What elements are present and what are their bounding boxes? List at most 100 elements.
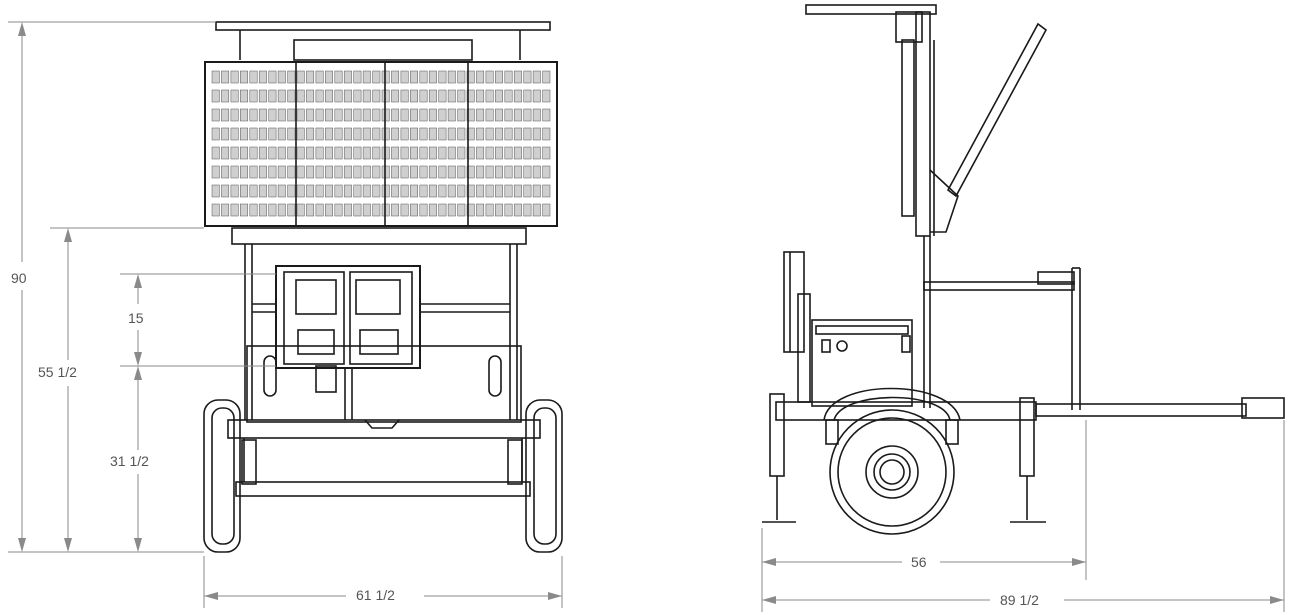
lamp-cell bbox=[438, 127, 447, 141]
lamp-cell bbox=[428, 70, 437, 84]
side-boom bbox=[946, 22, 1048, 198]
lamp-cell bbox=[287, 70, 296, 84]
fender bbox=[823, 387, 961, 421]
lamp-cell bbox=[410, 108, 418, 122]
lamp-cell bbox=[542, 127, 551, 141]
lamp-cell bbox=[457, 146, 466, 160]
lamp-cell bbox=[391, 127, 400, 141]
lamp-cell bbox=[306, 89, 315, 103]
lamp-cell bbox=[504, 127, 513, 141]
lamp-cell bbox=[438, 108, 447, 122]
lamp-cell bbox=[504, 146, 513, 160]
lamp-cell bbox=[513, 127, 522, 141]
lamp-cell bbox=[542, 89, 551, 103]
lamp-cell bbox=[240, 146, 248, 160]
lamp-cell bbox=[447, 146, 456, 160]
lamp-cell bbox=[438, 146, 447, 160]
lamp-cell bbox=[362, 203, 371, 217]
lamp-cell bbox=[523, 70, 532, 84]
lamp-cell bbox=[495, 127, 503, 141]
lamp-cell bbox=[287, 146, 296, 160]
lamp-cell bbox=[306, 70, 315, 84]
lamp-cell bbox=[343, 70, 352, 84]
lamp-cell bbox=[372, 89, 381, 103]
lamp-cell bbox=[400, 184, 409, 198]
lamp-cell bbox=[495, 108, 503, 122]
lamp-cell bbox=[277, 127, 286, 141]
lamp-cell bbox=[343, 89, 352, 103]
lamp-cell bbox=[353, 165, 362, 179]
lamp-cell bbox=[523, 108, 532, 122]
message-board-panel bbox=[204, 61, 558, 227]
lamp-cell bbox=[542, 108, 551, 122]
lamp-cell bbox=[504, 89, 513, 103]
lamp-cell bbox=[343, 203, 352, 217]
lamp-cell bbox=[495, 70, 503, 84]
lamp-cell bbox=[240, 165, 248, 179]
lamp-cell bbox=[221, 127, 230, 141]
lamp-cell bbox=[419, 165, 428, 179]
lamp-cell bbox=[391, 184, 400, 198]
lamp-cell bbox=[447, 203, 456, 217]
lamp-cell bbox=[343, 127, 352, 141]
dim-axle-to-hitch: 56 bbox=[911, 554, 927, 570]
lamp-cell bbox=[287, 165, 296, 179]
lamp-cell bbox=[287, 203, 296, 217]
lamp-cell bbox=[325, 165, 333, 179]
lamp-cell bbox=[258, 108, 267, 122]
lamp-cell bbox=[277, 184, 286, 198]
lamp-cell bbox=[428, 184, 437, 198]
lamp-cell bbox=[334, 127, 343, 141]
dim-overall-height: 90 bbox=[11, 270, 27, 286]
lamp-cell bbox=[447, 108, 456, 122]
lamp-cell bbox=[457, 108, 466, 122]
lamp-cell bbox=[523, 89, 532, 103]
side-wheel bbox=[829, 409, 955, 535]
lamp-cell bbox=[362, 146, 371, 160]
lamp-cell bbox=[504, 184, 513, 198]
lamp-cell bbox=[325, 108, 333, 122]
lamp-cell bbox=[277, 89, 286, 103]
lamp-cell bbox=[457, 127, 466, 141]
lamp-cell bbox=[400, 165, 409, 179]
lamp-cell bbox=[532, 165, 541, 179]
lamp-cell bbox=[542, 203, 551, 217]
lamp-cell bbox=[240, 89, 248, 103]
lamp-cell bbox=[315, 89, 324, 103]
lamp-cell bbox=[306, 184, 315, 198]
axle-beam bbox=[227, 419, 541, 439]
lamp-cell bbox=[372, 146, 381, 160]
lamp-cell bbox=[258, 184, 267, 198]
lamp-cell bbox=[268, 184, 277, 198]
lamp-cell bbox=[523, 127, 532, 141]
lamp-cell bbox=[447, 89, 456, 103]
lamp-cell bbox=[400, 203, 409, 217]
lamp-cell bbox=[240, 70, 248, 84]
panel-bracket bbox=[293, 39, 473, 61]
lamp-cell bbox=[296, 146, 305, 160]
lamp-cell bbox=[296, 165, 305, 179]
lamp-cell bbox=[372, 108, 381, 122]
lamp-cell bbox=[211, 127, 220, 141]
lamp-cell bbox=[221, 146, 230, 160]
lamp-cell bbox=[495, 89, 503, 103]
lamp-cell bbox=[542, 184, 551, 198]
lamp-cell bbox=[457, 203, 466, 217]
lamp-cell bbox=[362, 108, 371, 122]
lamp-cell bbox=[277, 70, 286, 84]
lamp-cell bbox=[419, 184, 428, 198]
lamp-cell bbox=[428, 203, 437, 217]
lamp-cell bbox=[391, 165, 400, 179]
lamp-cell bbox=[258, 89, 267, 103]
lamp-cell bbox=[211, 146, 220, 160]
lamp-cell bbox=[532, 203, 541, 217]
lamp-cell bbox=[353, 89, 362, 103]
front-view bbox=[203, 21, 563, 553]
lamp-cell bbox=[419, 127, 428, 141]
lamp-cell bbox=[400, 70, 409, 84]
lamp-cell bbox=[391, 203, 400, 217]
lamp-cell bbox=[419, 70, 428, 84]
lamp-cell bbox=[447, 184, 456, 198]
lamp-cell bbox=[353, 127, 362, 141]
